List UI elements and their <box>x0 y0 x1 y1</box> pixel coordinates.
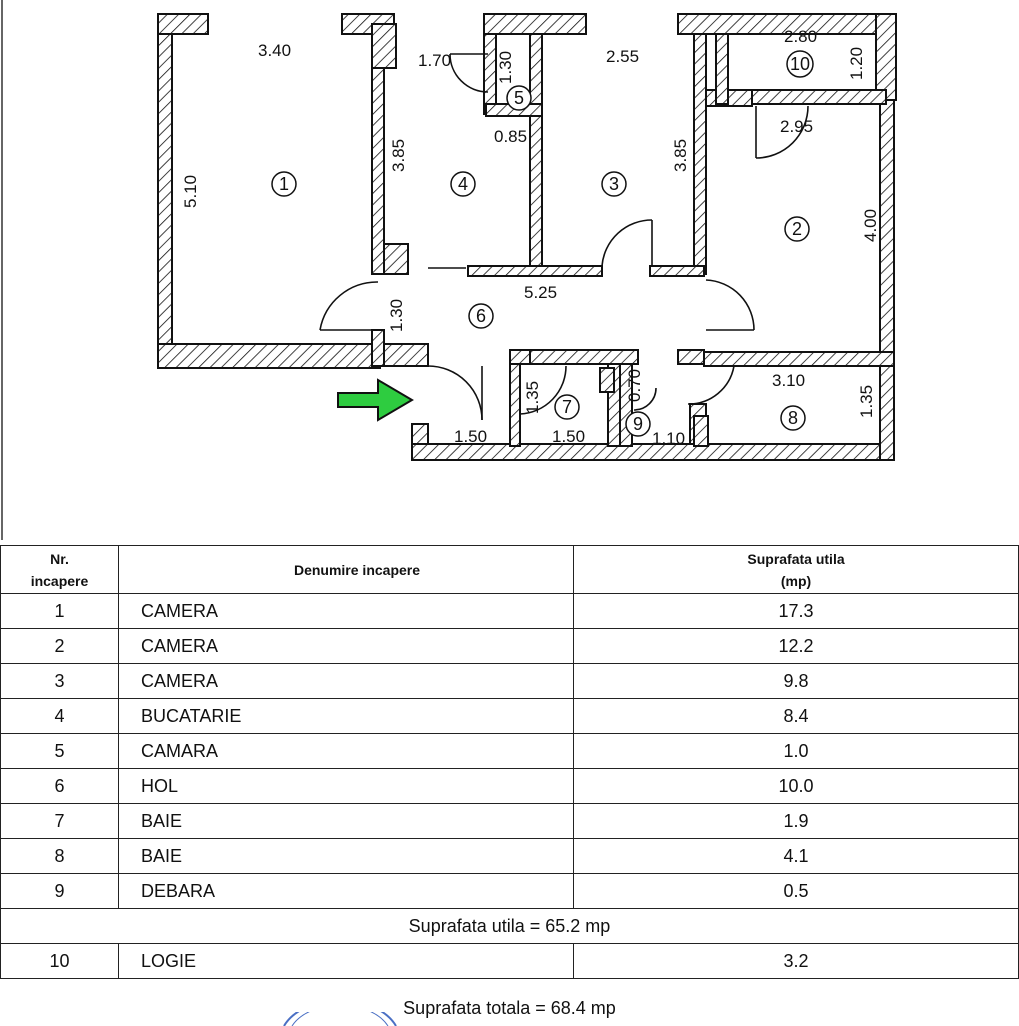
room-name-cell: DEBARA <box>118 873 574 909</box>
room-number: 4 <box>458 174 468 194</box>
dimension-label: 4.00 <box>861 209 880 242</box>
room-area-cell: 4.1 <box>573 838 1019 874</box>
dimension-label: 0.70 <box>625 369 644 402</box>
header-area-line2: (mp) <box>780 572 812 589</box>
dimension-label: 1.10 <box>652 429 685 448</box>
room-area-cell: 1.0 <box>573 733 1019 769</box>
room-area-cell: 12.2 <box>573 628 1019 664</box>
table-header-row: Nr. incapere Denumire incapere Suprafata… <box>0 545 1019 594</box>
room-area-cell: 10.0 <box>573 768 1019 804</box>
room-number-cell: 3 <box>0 663 119 699</box>
dimension-label: 2.55 <box>606 47 639 66</box>
dimension-label: 1.30 <box>496 51 515 84</box>
dimension-label: 3.10 <box>772 371 805 390</box>
dimension-label: 1.50 <box>552 427 585 446</box>
room-number: 3 <box>609 174 619 194</box>
room-area-cell: 1.9 <box>573 803 1019 839</box>
header-nr-line1: Nr. <box>50 550 69 567</box>
room-name-cell: HOL <box>118 768 574 804</box>
room-markers: 1 2 3 4 5 6 7 8 9 10 <box>271 50 814 437</box>
room-area-cell: 9.8 <box>573 663 1019 699</box>
dimension-label: 1.50 <box>454 427 487 446</box>
header-room-name: Denumire incapere <box>118 545 574 594</box>
room-number: 8 <box>788 408 798 428</box>
room-number: 5 <box>514 88 524 108</box>
total-area: Suprafata totala = 68.4 mp <box>403 998 616 1018</box>
room-number: 7 <box>562 397 572 417</box>
room-number-cell: 7 <box>0 803 119 839</box>
room-area-table: Nr. incapere Denumire incapere Suprafata… <box>0 545 1019 979</box>
room-area-cell: 17.3 <box>573 593 1019 629</box>
room-name-cell: CAMERA <box>118 663 574 699</box>
room-number: 10 <box>790 54 810 74</box>
header-room-number: Nr. incapere <box>0 545 119 594</box>
dimension-label: 2.80 <box>784 27 817 46</box>
dimension-label: 1.35 <box>857 385 876 418</box>
dimension-labels: 3.40 1.70 1.30 2.55 2.80 1.20 2.95 0.85 … <box>181 27 880 448</box>
subtotal-row: Suprafata utila = 65.2 mp <box>0 908 1019 944</box>
room-number-cell: 8 <box>0 838 119 874</box>
room-number-cell: 5 <box>0 733 119 769</box>
dimension-label: 2.95 <box>780 117 813 136</box>
dimension-label: 1.30 <box>387 299 406 332</box>
room-number-cell: 6 <box>0 768 119 804</box>
dimension-label: 1.70 <box>418 51 451 70</box>
dimension-label: 5.10 <box>181 175 200 208</box>
subtotal-useful-area: Suprafata utila = 65.2 mp <box>0 908 1019 944</box>
doors <box>319 53 809 421</box>
room-area-cell: 0.5 <box>573 873 1019 909</box>
room-number-cell: 4 <box>0 698 119 734</box>
room-number: 6 <box>476 306 486 326</box>
room-number-cell: 10 <box>0 943 119 979</box>
dimension-label: 3.85 <box>389 139 408 172</box>
room-name-cell: BUCATARIE <box>118 698 574 734</box>
header-room-area: Suprafata utila (mp) <box>573 545 1019 594</box>
room-name-cell: BAIE <box>118 838 574 874</box>
dimension-label: 1.20 <box>847 47 866 80</box>
header-area-line1: Suprafata utila <box>747 550 845 567</box>
room-number: 2 <box>792 219 802 239</box>
room-area-cell: 8.4 <box>573 698 1019 734</box>
dimension-label: 3.85 <box>671 139 690 172</box>
dimension-label: 0.85 <box>494 127 527 146</box>
room-name-cell: LOGIE <box>118 943 574 979</box>
room-number-cell: 1 <box>0 593 119 629</box>
dimension-label: 1.35 <box>523 381 542 414</box>
room-name-cell: CAMERA <box>118 628 574 664</box>
room-number: 9 <box>633 414 643 434</box>
stamp-seal <box>283 1012 397 1026</box>
header-nr-line2: incapere <box>30 572 89 589</box>
room-number: 1 <box>279 174 289 194</box>
entrance-arrow-icon <box>337 378 414 422</box>
room-number-cell: 2 <box>0 628 119 664</box>
inner-walls <box>371 23 895 447</box>
room-name-cell: CAMERA <box>118 593 574 629</box>
outer-walls <box>157 13 897 461</box>
room-area-cell: 3.2 <box>573 943 1019 979</box>
room-name-cell: BAIE <box>118 803 574 839</box>
dimension-label: 3.40 <box>258 41 291 60</box>
floor-plan: 3.40 1.70 1.30 2.55 2.80 1.20 2.95 0.85 … <box>1 0 897 540</box>
room-number-cell: 9 <box>0 873 119 909</box>
dimension-label: 5.25 <box>524 283 557 302</box>
room-name-cell: CAMARA <box>118 733 574 769</box>
